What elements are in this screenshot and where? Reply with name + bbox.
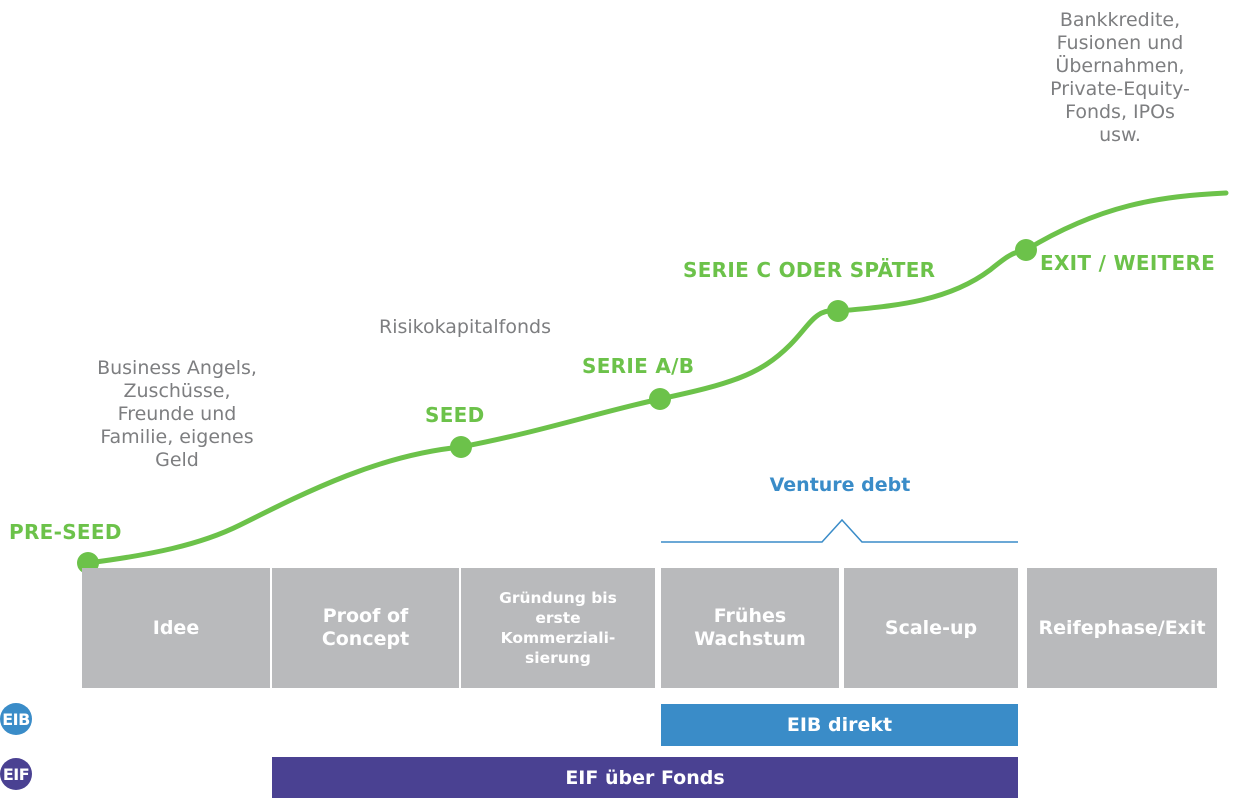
stage-maturity-exit: Reifephase/Exit: [1027, 568, 1217, 688]
phase-label-series-c: SERIE C ODER SPÄTER: [683, 258, 936, 282]
phase-label-exit: EXIT / WEITERE: [1040, 251, 1216, 275]
milestone-seed: [450, 436, 472, 458]
phase-label-seed: SEED: [425, 403, 485, 427]
note-business-angels: Business Angels, Zuschüsse, Freunde und …: [97, 357, 257, 471]
note-vc-funds: Risikokapitalfonds: [379, 316, 551, 338]
milestone-exit: [1015, 239, 1037, 261]
stage-scale-up: Scale-up: [844, 568, 1018, 688]
stage-idea: Idee: [82, 568, 270, 688]
milestone-series-ab: [649, 388, 671, 410]
stage-early-growth: Frühes Wachstum: [661, 568, 839, 688]
eif-funds-bar: EIF über Fonds: [272, 757, 1018, 798]
milestone-series-c: [827, 300, 849, 322]
note-bank-credit: Bankkredite, Fusionen und Übernahmen, Pr…: [1050, 9, 1190, 146]
eib-logo: EIB: [0, 703, 32, 735]
eif-logo: EIF: [0, 758, 32, 790]
stage-proof-of-concept: Proof of Concept: [272, 568, 459, 688]
phase-label-pre-seed: PRE-SEED: [9, 520, 122, 544]
venture-debt-bracket: [661, 518, 1018, 543]
stage-founding-to-commercialisation: Gründung bis erste Kommerziali- sierung: [461, 568, 655, 688]
eib-direct-bar: EIB direkt: [661, 704, 1018, 746]
venture-debt-label: Venture debt: [769, 474, 911, 496]
phase-label-series-ab: SERIE A/B: [582, 354, 695, 378]
